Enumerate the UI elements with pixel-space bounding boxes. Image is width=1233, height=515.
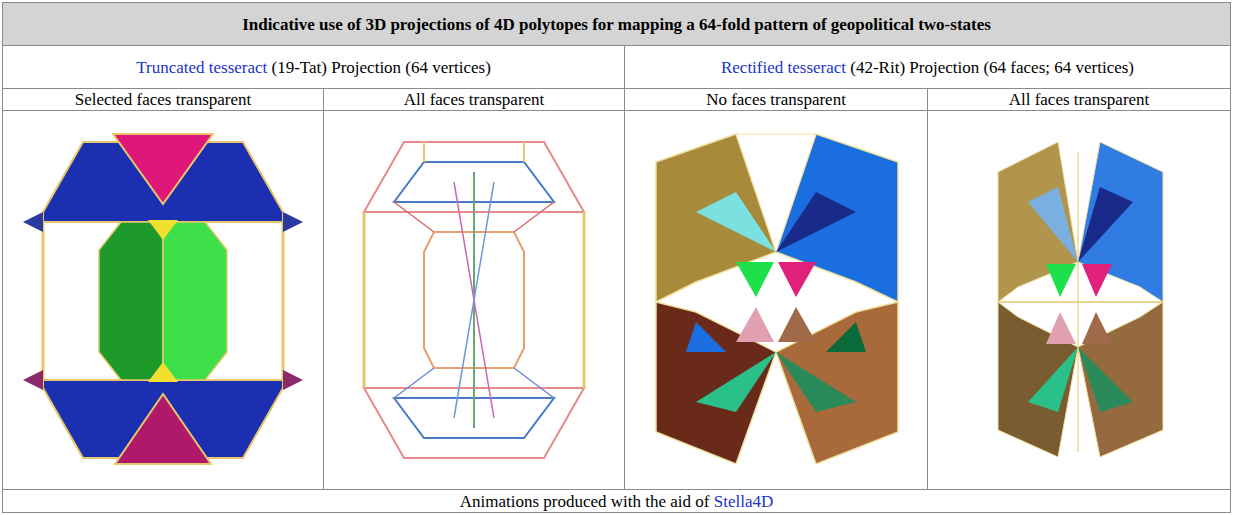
header-text: (42-Rit) Projection (64 faces; 64 vertic…: [850, 58, 1134, 77]
rectified-tesseract-opaque: [626, 112, 926, 488]
header-cell: Truncated tesseract (19-Tat) Projection (…: [2, 45, 625, 89]
table-title: Indicative use of 3D projections of 4D p…: [42, 15, 1192, 34]
truncated-tesseract-projection: [3, 112, 323, 488]
link-text: Truncated tesseract: [136, 58, 267, 77]
title-cell: Indicative use of 3D projections of 4D p…: [2, 2, 1231, 46]
image-cell: [927, 110, 1231, 490]
caption-cell: Animations produced with the aid ofStell…: [2, 489, 1231, 513]
subheader-text: All faces transparent: [1009, 90, 1150, 109]
header-text: (19-Tat) Projection (64 vertices): [272, 58, 491, 77]
subheader-text: No faces transparent: [706, 90, 846, 109]
subheader-cell: All faces transparent: [323, 88, 625, 111]
header-cell: Rectified tesseract(42-Rit) Projection (…: [624, 45, 1231, 89]
subheader-cell: Selected faces transparent: [2, 88, 324, 111]
header-text: Truncated tesseract (19-Tat) Projection (…: [136, 58, 491, 77]
subheader-text: Selected faces transparent: [75, 90, 252, 109]
rectified-tesseract-transparent: [928, 112, 1230, 488]
image-cell: [2, 110, 324, 490]
subheader-cell: No faces transparent: [624, 88, 928, 111]
caption-text: Animations produced with the aid of: [460, 492, 710, 511]
link-text: Stella4D: [714, 492, 774, 511]
image-cell: [624, 110, 928, 490]
subheader-text: All faces transparent: [404, 90, 545, 109]
header-text: Rectified tesseract(42-Rit) Projection (…: [648, 58, 1208, 77]
caption-text: Animations produced with the aid ofStell…: [460, 492, 774, 511]
image-cell: [323, 110, 625, 490]
subheader-cell: All faces transparent: [927, 88, 1231, 111]
link-text: Rectified tesseract: [721, 58, 846, 77]
truncated-tesseract-wireframe: [324, 112, 624, 488]
